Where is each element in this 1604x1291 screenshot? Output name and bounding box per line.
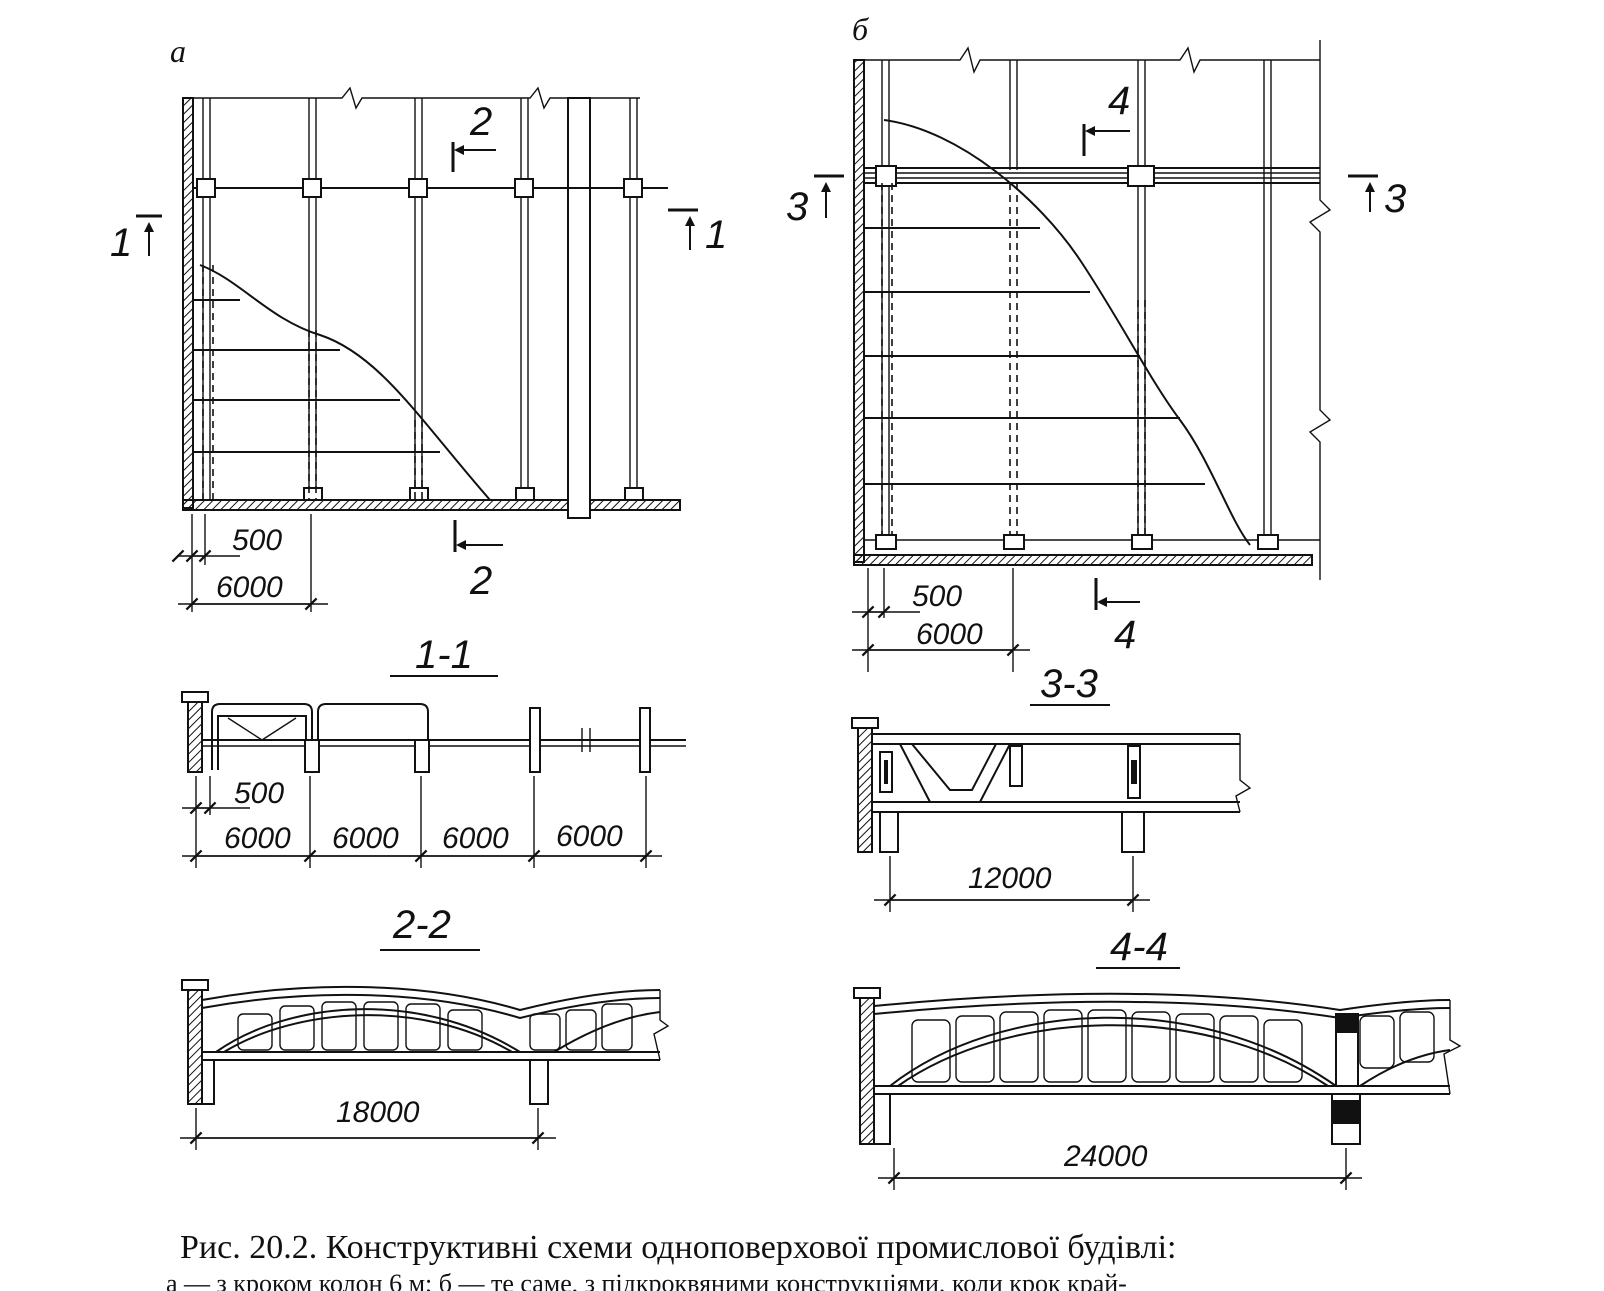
cut-label-2-top: 2 (469, 100, 492, 144)
columns-1-1 (304, 707, 651, 773)
cut-label-1-left: 1 (110, 221, 132, 265)
caption-line-1: Рис. 20.2. Конструктивні схеми одноповер… (180, 1229, 1177, 1266)
wall-left-a (182, 97, 194, 509)
dim-1-1-span-2: 6000 (332, 822, 399, 855)
wall-left-b (853, 59, 865, 563)
columns-2-2 (201, 1059, 549, 1105)
dim-1-1-span-1: 6000 (224, 822, 291, 855)
cut-mark-2-top: 2 (451, 100, 496, 172)
cut-label-4-top: 4 (1108, 79, 1130, 123)
columns-3-3 (879, 811, 1145, 853)
caption-line-2: а — з кроком колон 6 м; б — те саме, з п… (166, 1269, 1127, 1291)
subtruss-beam-b (864, 165, 1320, 187)
section-title-1-1: 1-1 (415, 633, 473, 677)
cut-mark-3-right: 3 (1348, 174, 1406, 221)
cut-label-3-left: 3 (786, 185, 808, 229)
dim-b-500: 500 (912, 580, 962, 613)
dim-1-1-500: 500 (234, 777, 284, 810)
cut-mark-2-bottom: 2 (453, 520, 503, 603)
column-heads-a (196, 178, 643, 198)
plan-a: а (110, 33, 727, 612)
dim-4-4-span: 24000 (1063, 1140, 1148, 1173)
columns-a (202, 98, 638, 500)
columns-4-4 (873, 1013, 1361, 1145)
wall-1-1 (187, 699, 203, 773)
wall-bottom-a (182, 499, 681, 511)
column-bases-b (875, 534, 1279, 550)
dim-a-6000: 6000 (216, 571, 283, 604)
expansion-joint-a (567, 97, 591, 519)
roof-slabs-b (864, 119, 1320, 546)
plan-b: б (786, 11, 1406, 672)
section-3-3: 3-3 12000 (851, 662, 1252, 912)
dim-3-3-span: 12000 (968, 862, 1052, 895)
truss-panels-4-4 (911, 1009, 1435, 1083)
section-title-3-3: 3-3 (1040, 662, 1098, 706)
cut-mark-1-right: 1 (668, 208, 727, 257)
cut-mark-1-left: 1 (110, 214, 162, 265)
cut-label-3-right: 3 (1384, 177, 1406, 221)
section-title-2-2: 2-2 (392, 903, 451, 947)
dim-1-1-span-3: 6000 (442, 822, 509, 855)
wall-bottom-b (853, 554, 1313, 566)
section-1-1: 1-1 500 6000 6000 6000 60 (181, 633, 686, 868)
break-line-top-b (864, 46, 1320, 75)
dim-1-1-span-4: 6000 (556, 820, 623, 853)
dimensions-b: 500 6000 (852, 568, 1030, 672)
dim-2-2-span: 18000 (336, 1096, 420, 1129)
dim-a-500: 500 (232, 524, 282, 557)
section-title-4-4: 4-4 (1110, 925, 1168, 969)
break-line-right-b (1308, 40, 1332, 580)
cut-mark-4-top: 4 (1082, 79, 1130, 156)
panel-label-b: б (852, 11, 869, 47)
column-bases-a (303, 487, 644, 501)
wall-3-3 (857, 725, 873, 853)
cut-mark-3-left: 3 (786, 174, 844, 229)
cut-label-2-bottom: 2 (469, 559, 492, 603)
dim-b-6000: 6000 (916, 618, 983, 651)
wall-4-4 (859, 995, 875, 1145)
roof-slabs-a (193, 264, 491, 501)
break-line-top-a (183, 86, 640, 110)
panel-label-a: а (170, 33, 186, 69)
section-4-4: 4-4 24000 (853, 925, 1462, 1190)
cut-mark-4-bottom: 4 (1094, 578, 1140, 657)
cut-label-1-right: 1 (705, 213, 727, 257)
wall-2-2 (187, 987, 203, 1105)
dimensions-a: 500 6000 (171, 514, 328, 612)
section-2-2: 2-2 18000 (180, 903, 670, 1150)
truss-panels-2-2 (237, 1001, 633, 1051)
columns-b (881, 60, 1272, 545)
cut-label-4-bottom: 4 (1114, 613, 1136, 657)
